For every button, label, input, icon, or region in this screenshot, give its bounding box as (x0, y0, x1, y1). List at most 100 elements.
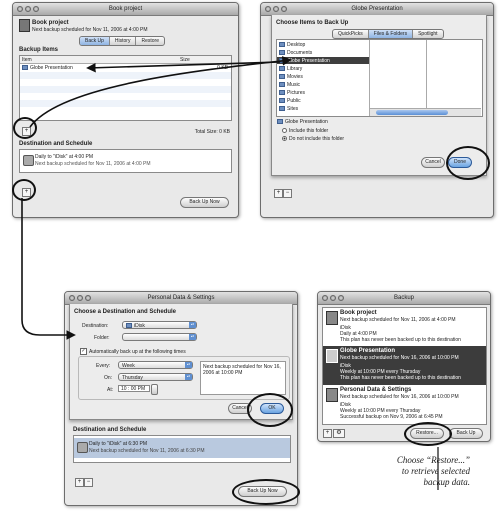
remove-button[interactable]: − (283, 189, 292, 198)
browser-column-2[interactable] (370, 40, 427, 108)
list-item[interactable]: Desktop (277, 41, 369, 48)
backup-plans-list[interactable]: Book project Next backup scheduled for N… (322, 307, 487, 425)
list-item[interactable]: Documents (277, 49, 369, 56)
list-item[interactable]: Library (277, 65, 369, 72)
scrollbar-thumb[interactable] (376, 110, 448, 115)
add-plan-button[interactable]: + (323, 429, 332, 438)
include-radio[interactable] (282, 128, 287, 134)
window-controls[interactable] (265, 6, 287, 12)
col-item-header[interactable]: Item (22, 57, 32, 63)
add-button[interactable]: + (75, 478, 84, 487)
idisk-icon (23, 155, 34, 166)
window-title: Book project (108, 6, 143, 12)
folder-icon (22, 65, 28, 71)
list-item[interactable]: Music (277, 81, 369, 88)
tab-files-folders[interactable]: Files & Folders (368, 30, 414, 38)
gear-icon[interactable]: ⚙ (333, 429, 345, 438)
minimize-icon[interactable] (273, 6, 279, 12)
arrow-add-to-schedule (21, 198, 76, 340)
folder-icon (279, 42, 285, 48)
book-project-window: Book project Book project Next backup sc… (12, 2, 239, 218)
window-title: Globe Presentation (351, 6, 403, 12)
col-size-header[interactable]: Size (180, 57, 190, 63)
file-browser[interactable]: Desktop Documents Globe Presentation Lib… (276, 39, 483, 117)
destination-row[interactable]: Daily to "iDisk" at 6:30 PM Next backup … (74, 438, 290, 458)
schedule-group (78, 356, 290, 400)
window-controls[interactable] (17, 6, 39, 12)
list-item-label: Documents (279, 50, 312, 56)
folder-name: Pictures (287, 90, 306, 96)
close-icon[interactable] (322, 295, 328, 301)
list-item[interactable]: Movies (277, 73, 369, 80)
folder-icon (279, 82, 285, 88)
close-icon[interactable] (265, 6, 271, 12)
time-field[interactable]: 10 : 00 PM (118, 385, 150, 392)
plan-schedule: Daily at 4:00 PM (340, 331, 377, 337)
plan-next-backup: Next backup scheduled for Nov 16, 2006 a… (340, 355, 459, 361)
plan-next-backup: Next backup scheduled for Nov 11, 2006 a… (340, 317, 456, 323)
selected-item: Globe Presentation (277, 119, 328, 125)
tab-history[interactable]: History (110, 37, 137, 45)
auto-backup-checkbox[interactable]: ✓ (80, 348, 87, 355)
include-option[interactable]: Include this folder (282, 128, 328, 134)
list-item[interactable]: Sites (277, 105, 369, 112)
backup-items-heading: Backup Items (19, 47, 59, 53)
every-label: Every: (96, 363, 111, 369)
table-row (20, 72, 231, 79)
destination-box[interactable]: Daily to "iDisk" at 4:00 PM Next backup … (19, 149, 232, 173)
folder-icon (279, 98, 285, 104)
window-controls[interactable] (69, 295, 91, 301)
list-item[interactable]: Public (277, 97, 369, 104)
folder-icon (279, 66, 285, 72)
minimize-icon[interactable] (25, 6, 31, 12)
book-project-titlebar[interactable]: Book project (13, 3, 238, 16)
close-icon[interactable] (69, 295, 75, 301)
zoom-icon[interactable] (33, 6, 39, 12)
plan-status: This plan has never been backed up to th… (340, 375, 461, 381)
every-value: Week (122, 363, 135, 369)
plan-item-selected[interactable]: Globe Presentation Next backup scheduled… (323, 346, 486, 385)
zoom-icon[interactable] (85, 295, 91, 301)
on-popup[interactable]: Thursday (118, 373, 193, 381)
backup-items-table[interactable]: Item Size Globe Presentation 0 KB (19, 55, 232, 121)
tab-back-up[interactable]: Back Up (80, 37, 110, 45)
plan-item[interactable]: Book project Next backup scheduled for N… (323, 308, 486, 346)
plan-status: This plan has never been backed up to th… (340, 337, 461, 343)
arrow-add-to-chooser (29, 56, 292, 128)
choose-items-heading: Choose Items to Back Up (276, 20, 349, 26)
minimize-icon[interactable] (77, 295, 83, 301)
close-icon[interactable] (17, 6, 23, 12)
zoom-icon[interactable] (338, 295, 344, 301)
folder-name: Music (287, 82, 301, 88)
back-up-now-button[interactable]: Back Up Now (180, 197, 229, 208)
time-stepper[interactable] (151, 384, 158, 395)
caption-line-2: to retrieve selected (401, 466, 470, 476)
plan-item[interactable]: Personal Data & Settings Next backup sch… (323, 385, 486, 423)
tab-quickpicks[interactable]: QuickPicks (333, 30, 369, 38)
destination-box[interactable]: Daily to "iDisk" at 6:30 PM Next backup … (73, 435, 291, 463)
plan-name: Book project (32, 20, 69, 26)
list-item[interactable]: Pictures (277, 89, 369, 96)
exclude-option[interactable]: Do not include this folder (282, 136, 344, 142)
backup-titlebar[interactable]: Backup (318, 292, 490, 305)
highlight-back-up-now (232, 479, 300, 505)
highlight-restore (404, 422, 452, 446)
zoom-icon[interactable] (281, 6, 287, 12)
next-backup-text: Next backup scheduled for Nov 11, 2006 a… (32, 27, 148, 33)
auto-backup-option[interactable]: ✓Automatically back up at the following … (80, 348, 186, 355)
folder-popup[interactable] (122, 333, 197, 341)
remove-button[interactable]: − (84, 478, 93, 487)
tab-restore[interactable]: Restore (141, 38, 159, 44)
add-button[interactable]: + (274, 189, 283, 198)
exclude-radio[interactable] (282, 136, 287, 142)
destination-popup[interactable]: iDisk (122, 321, 197, 329)
window-controls[interactable] (322, 295, 344, 301)
minimize-icon[interactable] (330, 295, 336, 301)
destination-value: iDisk (134, 323, 145, 329)
every-popup[interactable]: Week (118, 361, 193, 369)
plan-disk: iDisk (340, 363, 351, 369)
tab-spotlight[interactable]: Spotlight (418, 31, 438, 37)
cancel-button[interactable]: Cancel (421, 157, 445, 168)
horizontal-scrollbar[interactable] (370, 108, 481, 116)
browser-column-1[interactable]: Desktop Documents Globe Presentation Lib… (277, 40, 370, 116)
